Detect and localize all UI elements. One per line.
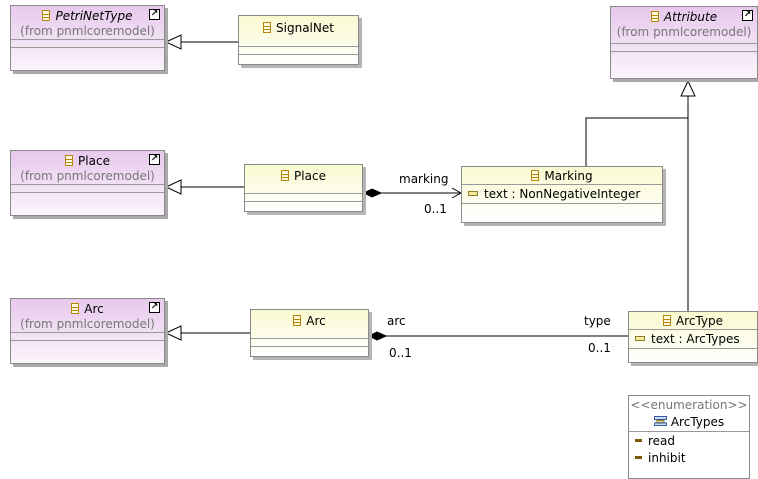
role-label-arc: arc bbox=[387, 314, 406, 328]
attribute-compartment bbox=[245, 193, 362, 201]
class-header: Place bbox=[245, 165, 362, 185]
class-header: ArcType bbox=[629, 312, 757, 329]
attribute-text: text : NonNegativeInteger bbox=[484, 187, 641, 201]
enumeration-name: ArcTypes bbox=[670, 415, 725, 429]
class-icon bbox=[281, 170, 290, 181]
class-arc-external[interactable]: Arc ↗ (from pnmlcoremodel) bbox=[10, 298, 165, 364]
class-name: PetriNetType bbox=[55, 9, 133, 23]
generalization-arrowhead bbox=[164, 179, 182, 195]
composition-diamond bbox=[362, 188, 383, 198]
shortcut-arrow-icon: ↗ bbox=[149, 9, 160, 20]
class-name: SignalNet bbox=[276, 21, 334, 35]
class-header: Place ↗ bbox=[11, 151, 164, 169]
enumeration-arctypes[interactable]: <<enumeration>> ArcTypes read inhibit bbox=[628, 395, 750, 479]
class-arc[interactable]: Arc bbox=[250, 309, 369, 357]
class-name: Arc bbox=[306, 314, 326, 328]
class-place-external[interactable]: Place ↗ (from pnmlcoremodel) bbox=[10, 150, 165, 216]
enumeration-header: ArcTypes bbox=[629, 413, 749, 431]
attribute-text: text : ArcTypes bbox=[651, 332, 740, 346]
class-attribute[interactable]: Attribute ↗ (from pnmlcoremodel) bbox=[610, 6, 758, 79]
attribute-icon bbox=[468, 191, 478, 196]
composition-diamond bbox=[367, 331, 388, 341]
literal-row[interactable]: read bbox=[629, 433, 749, 450]
class-icon bbox=[662, 315, 671, 326]
enumeration-stereotype: <<enumeration>> bbox=[630, 398, 748, 412]
multiplicity-label-arc: 0..1 bbox=[389, 346, 412, 360]
attribute-compartment: text : ArcTypes bbox=[629, 329, 757, 348]
operation-compartment bbox=[11, 192, 164, 200]
attribute-compartment bbox=[239, 46, 358, 54]
multiplicity-label-marking: 0..1 bbox=[424, 202, 447, 216]
class-petrinettype[interactable]: PetriNetType ↗ (from pnmlcoremodel) bbox=[10, 5, 165, 71]
literal-text: read bbox=[648, 434, 676, 448]
class-place[interactable]: Place bbox=[244, 164, 363, 212]
shortcut-arrow-icon: ↗ bbox=[149, 154, 160, 165]
attribute-compartment bbox=[11, 184, 164, 192]
operation-compartment bbox=[251, 346, 368, 354]
literal-icon bbox=[635, 456, 642, 459]
attribute-compartment bbox=[251, 338, 368, 346]
literal-compartment: read inhibit bbox=[629, 431, 749, 467]
attribute-icon bbox=[635, 336, 645, 341]
class-header: Arc ↗ bbox=[11, 299, 164, 317]
operation-compartment bbox=[462, 203, 662, 211]
class-icon bbox=[71, 303, 80, 314]
operation-compartment bbox=[239, 54, 358, 62]
literal-icon bbox=[635, 439, 642, 442]
literal-text: inhibit bbox=[648, 451, 686, 465]
attribute-compartment: text : NonNegativeInteger bbox=[462, 184, 662, 203]
operation-compartment bbox=[245, 201, 362, 209]
role-label-marking: marking bbox=[399, 172, 449, 186]
class-arctype[interactable]: ArcType text : ArcTypes bbox=[628, 311, 758, 363]
operation-compartment bbox=[611, 51, 757, 59]
attribute-row[interactable]: text : NonNegativeInteger bbox=[462, 186, 662, 203]
shortcut-arrow-icon: ↗ bbox=[149, 302, 160, 313]
generalization-arrowhead bbox=[680, 79, 696, 97]
class-name: Place bbox=[78, 154, 110, 168]
generalization-arrowhead bbox=[164, 34, 182, 50]
attribute-compartment bbox=[611, 43, 757, 51]
literal-row[interactable]: inhibit bbox=[629, 450, 749, 467]
class-name: Marking bbox=[544, 169, 593, 183]
shortcut-arrow-icon: ↗ bbox=[742, 10, 753, 21]
class-icon bbox=[263, 22, 272, 33]
class-header: Marking bbox=[462, 167, 662, 184]
class-marking[interactable]: Marking text : NonNegativeInteger bbox=[461, 166, 663, 223]
class-header: Attribute ↗ bbox=[611, 7, 757, 25]
class-origin: (from pnmlcoremodel) bbox=[20, 169, 155, 183]
class-origin: (from pnmlcoremodel) bbox=[20, 24, 155, 38]
class-signalnet[interactable]: SignalNet bbox=[238, 15, 359, 65]
class-origin: (from pnmlcoremodel) bbox=[20, 317, 155, 331]
enumeration-icon bbox=[653, 416, 667, 426]
attribute-row[interactable]: text : ArcTypes bbox=[629, 331, 757, 348]
class-icon bbox=[293, 315, 302, 326]
generalization-marking-attribute bbox=[585, 117, 688, 166]
attribute-compartment bbox=[11, 332, 164, 340]
role-label-type: type bbox=[584, 314, 611, 328]
operation-compartment bbox=[629, 348, 757, 354]
class-header: Arc bbox=[251, 310, 368, 330]
class-name: Arc bbox=[84, 302, 104, 316]
class-name: Attribute bbox=[663, 10, 718, 24]
operation-compartment bbox=[11, 47, 164, 55]
attribute-compartment bbox=[11, 39, 164, 47]
generalization-arrowhead bbox=[164, 325, 182, 341]
class-name: Place bbox=[294, 169, 326, 183]
class-icon bbox=[42, 10, 51, 21]
class-icon bbox=[531, 170, 540, 181]
class-icon bbox=[65, 155, 74, 166]
operation-compartment bbox=[11, 340, 164, 348]
class-icon bbox=[650, 11, 659, 22]
multiplicity-label-type: 0..1 bbox=[588, 341, 611, 355]
class-header: PetriNetType ↗ bbox=[11, 6, 164, 24]
class-header: SignalNet bbox=[239, 16, 358, 37]
class-name: ArcType bbox=[675, 314, 724, 328]
class-origin: (from pnmlcoremodel) bbox=[616, 25, 752, 39]
